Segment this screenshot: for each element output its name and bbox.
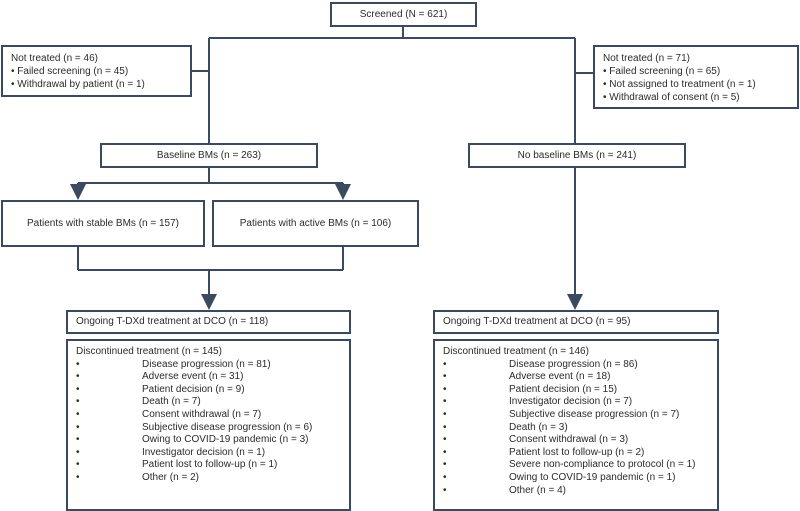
right-discontinued-title: Discontinued treatment (n = 146)	[443, 346, 589, 357]
list-item: Patient decision (n = 15)	[443, 384, 709, 397]
list-item: Subjective disease progression (n = 7)	[443, 409, 709, 422]
list-item: Severe non-compliance to protocol (n = 1…	[443, 459, 709, 472]
list-item: Patient decision (n = 9)	[76, 384, 341, 397]
list-item: Death (n = 3)	[443, 422, 709, 435]
left-ongoing-box: Ongoing T-DXd treatment at DCO (n = 118)	[66, 310, 351, 334]
list-item: Patient lost to follow-up (n = 2)	[443, 447, 709, 460]
list-item: Owing to COVID-19 pandemic (n = 1)	[443, 472, 709, 485]
list-item: Not assigned to treatment (n = 1)	[603, 78, 789, 91]
right-not-treated-box: Not treated (n = 71) Failed screening (n…	[593, 45, 799, 109]
list-item: Other (n = 2)	[76, 472, 341, 485]
list-item: Failed screening (n = 45)	[11, 65, 182, 78]
list-item: Owing to COVID-19 pandemic (n = 3)	[76, 434, 341, 447]
left-discontinued-title: Discontinued treatment (n = 145)	[76, 346, 222, 357]
left-discontinued-box: Discontinued treatment (n = 145) Disease…	[66, 339, 351, 511]
connector-screened	[209, 26, 575, 39]
list-item: Subjective disease progression (n = 6)	[76, 422, 341, 435]
baseline-box: Baseline BMs (n = 263)	[100, 143, 318, 168]
list-item: Consent withdrawal (n = 3)	[443, 434, 709, 447]
list-item: Disease progression (n = 86)	[443, 359, 709, 372]
list-item: Death (n = 7)	[76, 396, 341, 409]
connector-merge	[77, 246, 344, 271]
stable-bms-box: Patients with stable BMs (n = 157)	[1, 200, 205, 247]
list-item: Adverse event (n = 31)	[76, 371, 341, 384]
list-item: Other (n = 4)	[443, 485, 709, 498]
list-item: Adverse event (n = 18)	[443, 371, 709, 384]
list-item: Consent withdrawal (n = 7)	[76, 409, 341, 422]
screened-box: Screened (N = 621)	[330, 2, 477, 27]
list-item: Withdrawal of consent (n = 5)	[603, 91, 789, 104]
list-item: Investigator decision (n = 7)	[443, 396, 709, 409]
left-not-treated-title: Not treated (n = 46)	[11, 53, 98, 64]
list-item: Failed screening (n = 65)	[603, 65, 789, 78]
no-baseline-box: No baseline BMs (n = 241)	[468, 143, 686, 168]
list-item: Withdrawal by patient (n = 1)	[11, 78, 182, 91]
right-not-treated-title: Not treated (n = 71)	[603, 53, 690, 64]
list-item: Disease progression (n = 81)	[76, 359, 341, 372]
left-not-treated-box: Not treated (n = 46) Failed screening (n…	[1, 45, 192, 97]
active-bms-box: Patients with active BMs (n = 106)	[212, 200, 419, 247]
right-ongoing-box: Ongoing T-DXd treatment at DCO (n = 95)	[433, 310, 719, 334]
right-discontinued-box: Discontinued treatment (n = 146) Disease…	[433, 339, 719, 511]
list-item: Investigator decision (n = 1)	[76, 447, 341, 460]
connector-split	[78, 167, 343, 184]
list-item: Patient lost to follow-up (n = 1)	[76, 459, 341, 472]
